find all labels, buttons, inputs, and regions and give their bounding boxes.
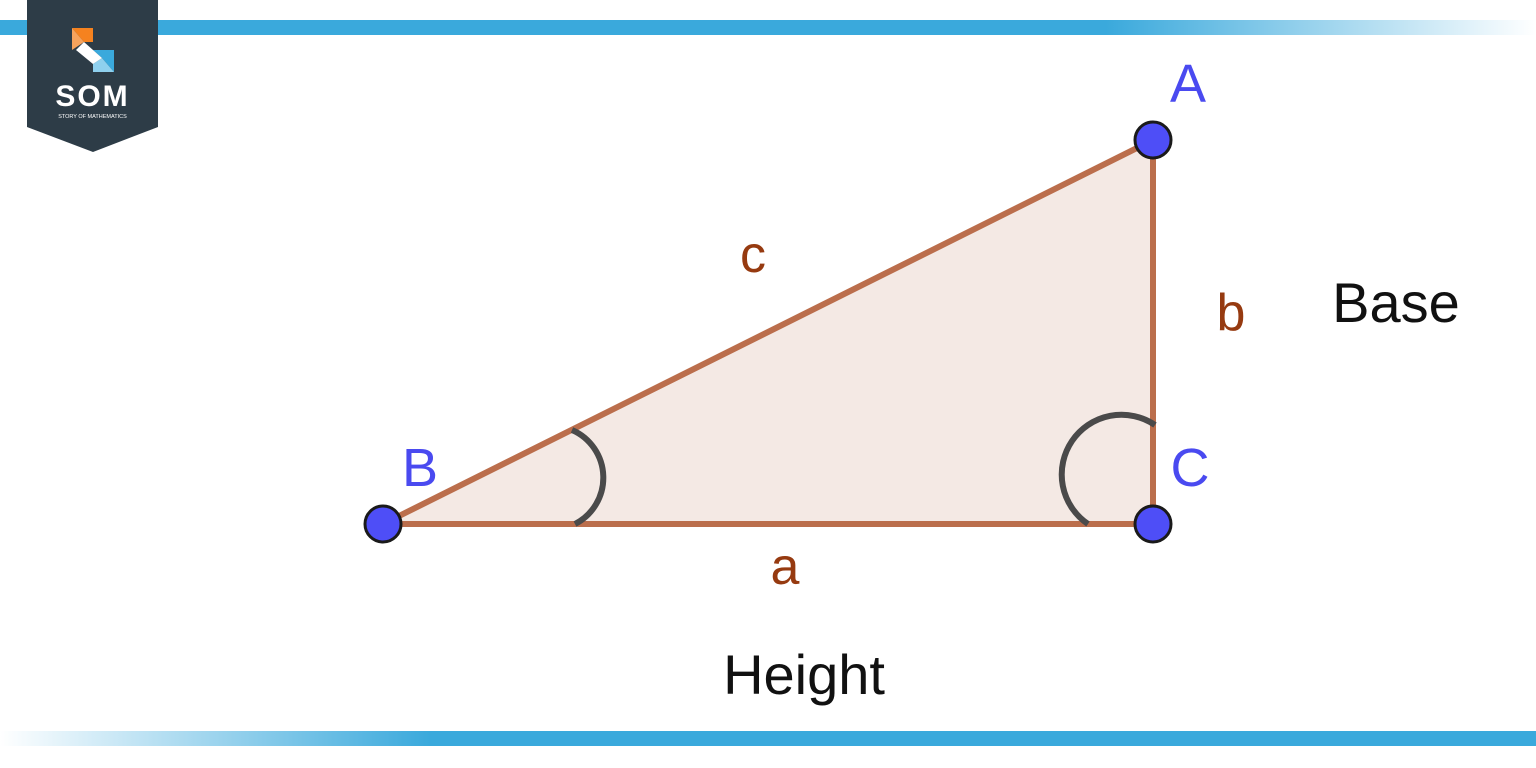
side-a-label: a bbox=[771, 538, 800, 596]
logo-mark-icon bbox=[72, 28, 114, 72]
angle-arc-b bbox=[570, 427, 607, 527]
vertex-c-label: C bbox=[1171, 438, 1210, 498]
logo-text: SOM bbox=[55, 80, 129, 113]
vertex-a-point bbox=[1133, 120, 1173, 160]
vertex-c-point bbox=[1133, 504, 1173, 544]
top-banner-strip bbox=[0, 20, 1536, 35]
logo-tagline: STORY OF MATHEMATICS bbox=[58, 114, 127, 120]
side-b-label: b bbox=[1217, 284, 1246, 342]
side-c-edge bbox=[380, 137, 1156, 527]
base-label: Base bbox=[1332, 271, 1460, 334]
angle-arc-c bbox=[1058, 411, 1157, 527]
height-label: Height bbox=[723, 643, 885, 706]
side-c-label: c bbox=[740, 226, 766, 284]
vertex-b-label: B bbox=[402, 438, 438, 498]
vertex-a-label: A bbox=[1170, 54, 1206, 114]
som-logo: SOM STORY OF MATHEMATICS bbox=[27, 0, 158, 152]
bottom-banner-strip bbox=[0, 731, 1536, 746]
vertex-b-point bbox=[363, 504, 403, 544]
logo-badge-shape bbox=[27, 0, 158, 152]
